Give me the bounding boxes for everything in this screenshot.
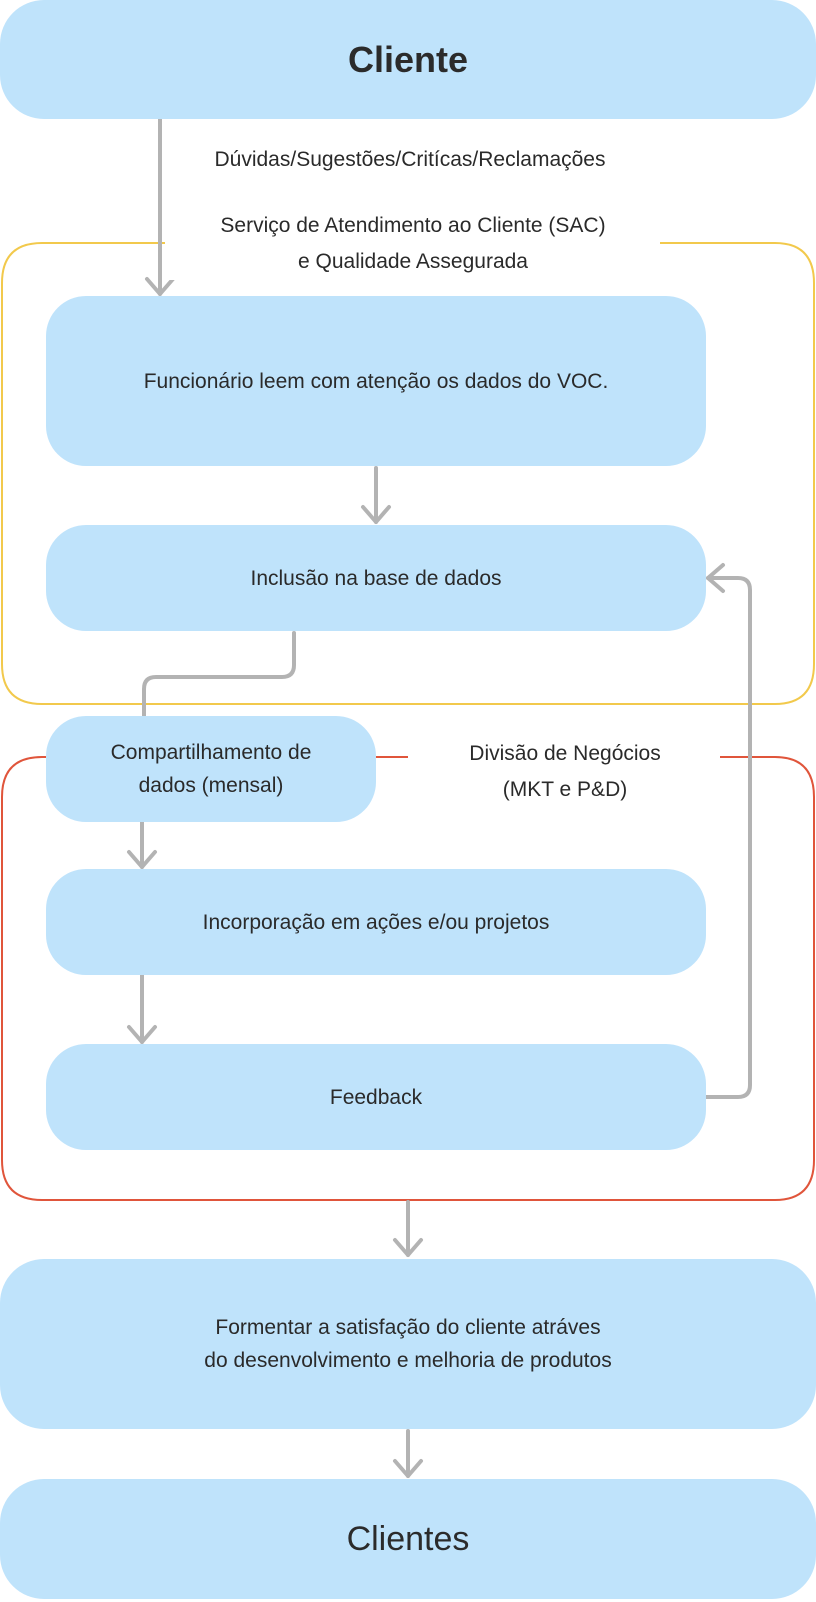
clients-box: Clientes xyxy=(0,1479,816,1599)
step-read-voc: Funcionário leem com atenção os dados do… xyxy=(46,296,706,466)
step-database-label: Inclusão na base de dados xyxy=(250,566,502,590)
arrowhead-read-to-database xyxy=(361,505,391,524)
client-box: Cliente xyxy=(0,0,816,119)
step-feedback: Feedback xyxy=(46,1044,706,1150)
arrowhead-share-to-incorporate xyxy=(127,850,157,869)
step-read-voc-label: Funcionário leem com atenção os dados do… xyxy=(143,369,609,393)
input-types-label: Dúvidas/Sugestões/Critícas/Reclamações xyxy=(214,148,606,171)
arrowhead-business-to-goal xyxy=(393,1238,423,1257)
business-group-title: Divisão de Negócios (MKT e P&D) xyxy=(415,736,715,808)
step-database: Inclusão na base de dados xyxy=(46,525,706,631)
goal-label: Formentar a satisfação do cliente atráve… xyxy=(204,1316,612,1372)
clients-label: Clientes xyxy=(346,1520,470,1558)
arrow-database-to-share xyxy=(142,631,296,718)
arrowhead-feedback-loop xyxy=(706,563,725,593)
step-incorporate-label: Incorporação em ações e/ou projetos xyxy=(202,910,550,934)
arrow-feedback-loop xyxy=(704,576,752,1099)
arrowhead-client-to-read xyxy=(145,277,175,296)
step-feedback-label: Feedback xyxy=(329,1085,423,1109)
arrowhead-incorporate-to-feedback xyxy=(127,1025,157,1044)
business-group-border xyxy=(1,756,815,1201)
step-incorporate: Incorporação em ações e/ou projetos xyxy=(46,869,706,975)
step-share: Compartilhamento de dados (mensal) xyxy=(46,716,376,822)
arrowhead-goal-to-clients xyxy=(393,1459,423,1478)
step-share-label: Compartilhamento de dados (mensal) xyxy=(110,741,312,797)
sac-group-title: Serviço de Atendimento ao Cliente (SAC) … xyxy=(168,208,658,280)
sac-group-border xyxy=(1,242,815,705)
goal-box: Formentar a satisfação do cliente atráve… xyxy=(0,1259,816,1429)
client-label: Cliente xyxy=(347,38,469,80)
